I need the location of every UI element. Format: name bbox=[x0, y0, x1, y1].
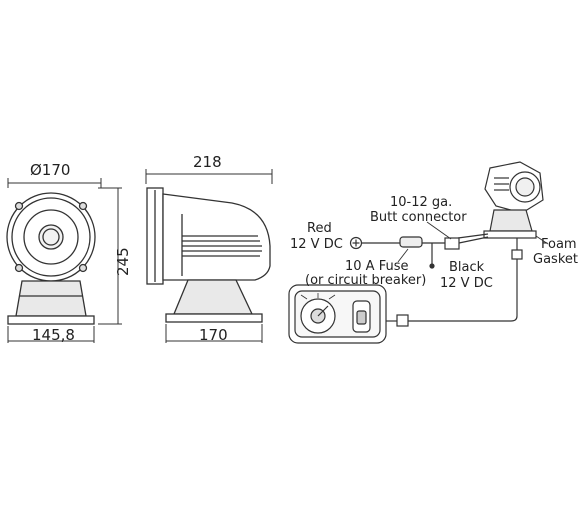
fuse-label: 10 A Fuse bbox=[345, 259, 408, 274]
diameter-dimension-label: Ø170 bbox=[30, 161, 70, 179]
butt-connector-label: Butt connector bbox=[370, 210, 467, 225]
circuit-breaker-label: (or circuit breaker) bbox=[305, 273, 426, 288]
side-view bbox=[145, 169, 273, 343]
black-wire-label: Black bbox=[449, 260, 485, 275]
wiring-diagram bbox=[288, 161, 549, 344]
red-voltage-label: 12 V DC bbox=[290, 237, 343, 252]
length-dimension-label: 218 bbox=[193, 153, 222, 171]
positive-terminal-icon bbox=[349, 236, 363, 250]
black-voltage-label: 12 V DC bbox=[440, 276, 493, 291]
wire-gauge-label: 10-12 ga. bbox=[390, 195, 452, 210]
height-dimension-label: 245 bbox=[114, 247, 132, 276]
foam-label: Foam bbox=[541, 237, 577, 252]
side-base-dimension-label: 170 bbox=[199, 326, 228, 344]
front-view bbox=[6, 178, 122, 343]
gasket-label: Gasket bbox=[533, 252, 578, 267]
base-width-dimension-label: 145,8 bbox=[32, 326, 75, 344]
red-wire-label: Red bbox=[307, 221, 332, 236]
